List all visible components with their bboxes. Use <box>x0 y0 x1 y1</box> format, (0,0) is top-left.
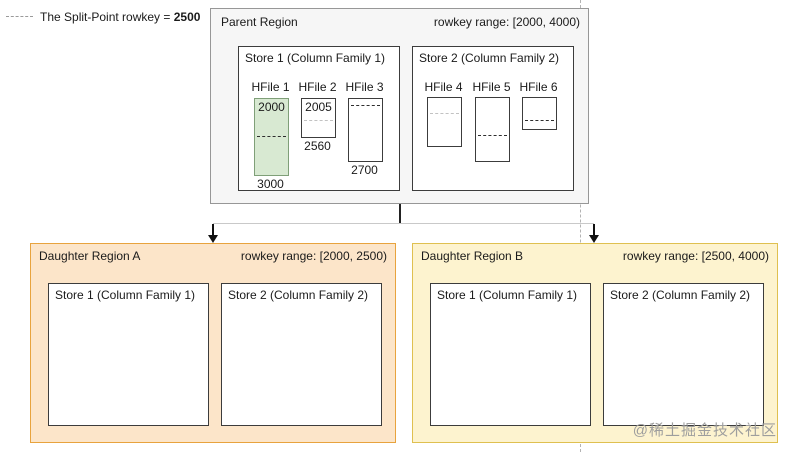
hfile-3-label: HFile 3 <box>345 80 384 94</box>
split-guide-dashed-line <box>580 0 581 452</box>
split-point-value: 2500 <box>173 10 201 24</box>
split-connector-line <box>213 223 594 224</box>
parent-store-2: Store 2 (Column Family 2) HFile 4 HFile … <box>412 46 574 191</box>
hfile-2-splitpoint-line <box>304 120 333 121</box>
hfile-6-splitpoint-line <box>525 120 554 121</box>
parent-rowkey-range: rowkey range: [2000, 4000) <box>433 15 580 29</box>
hfile-1-label: HFile 1 <box>251 80 290 94</box>
daughter-a-store-1: Store 1 (Column Family 1) <box>48 283 209 426</box>
hfile-5-label: HFile 5 <box>472 80 511 94</box>
watermark: @稀土掘金技术社区 <box>632 422 777 439</box>
daughter-a-rowkey-range: rowkey range: [2000, 2500) <box>240 249 387 263</box>
daughter-region-b: Daughter Region B rowkey range: [2500, 4… <box>412 243 778 443</box>
hfile-3-splitpoint-line <box>351 105 380 106</box>
hfile-3-box <box>348 98 383 162</box>
store-title: Store 1 (Column Family 1) <box>437 288 578 302</box>
hfile-4-splitpoint-line <box>430 113 459 114</box>
hfile-2-label: HFile 2 <box>298 80 337 94</box>
legend-dash-sample <box>6 16 33 17</box>
store-title: Store 1 (Column Family 1) <box>245 51 386 65</box>
hfile-4-box <box>427 97 462 147</box>
daughter-b-down-arrow-icon <box>589 235 599 243</box>
hfile-6-box <box>522 97 557 130</box>
parent-region-title: Parent Region <box>221 15 298 29</box>
daughter-b-title: Daughter Region B <box>421 249 524 263</box>
hfile-1-splitpoint-line <box>257 136 286 137</box>
store-title: Store 2 (Column Family 2) <box>419 51 560 65</box>
daughter-a-arrow-stem <box>212 224 214 236</box>
daughter-b-store-1: Store 1 (Column Family 1) <box>430 283 591 426</box>
hfile-6-label: HFile 6 <box>519 80 558 94</box>
hfile-3-end-key: 2700 <box>351 163 378 177</box>
store-title: Store 2 (Column Family 2) <box>610 288 751 302</box>
parent-store-1: Store 1 (Column Family 1) HFile 1 HFile … <box>238 46 400 191</box>
hfile-1-start-key: 2000 <box>258 100 285 114</box>
hfile-4-label: HFile 4 <box>424 80 463 94</box>
parent-region: Parent Region rowkey range: [2000, 4000)… <box>210 8 589 204</box>
daughter-b-rowkey-range: rowkey range: [2500, 4000) <box>622 249 769 263</box>
daughter-a-title: Daughter Region A <box>39 249 141 263</box>
hfile-2-end-key: 2560 <box>304 139 331 153</box>
hfile-1-end-key: 3000 <box>257 177 284 191</box>
daughter-a-store-2: Store 2 (Column Family 2) <box>221 283 382 426</box>
daughter-region-a: Daughter Region A rowkey range: [2000, 2… <box>30 243 396 443</box>
parent-connector-stem <box>399 202 401 223</box>
daughter-b-arrow-stem <box>593 224 595 236</box>
hfile-5-box <box>475 97 510 162</box>
hfile-2-start-key: 2005 <box>305 100 332 114</box>
daughter-a-down-arrow-icon <box>208 235 218 243</box>
store-title: Store 2 (Column Family 2) <box>228 288 369 302</box>
legend-label: The Split-Point rowkey = 2500 <box>40 10 200 24</box>
legend-label-text: The Split-Point rowkey = <box>40 10 174 24</box>
hfile-5-splitpoint-line <box>478 135 507 136</box>
store-title: Store 1 (Column Family 1) <box>55 288 196 302</box>
hfile-2-box: 2005 <box>301 98 336 138</box>
daughter-b-store-2: Store 2 (Column Family 2) <box>603 283 764 426</box>
hfile-1-box: 2000 <box>254 98 289 176</box>
